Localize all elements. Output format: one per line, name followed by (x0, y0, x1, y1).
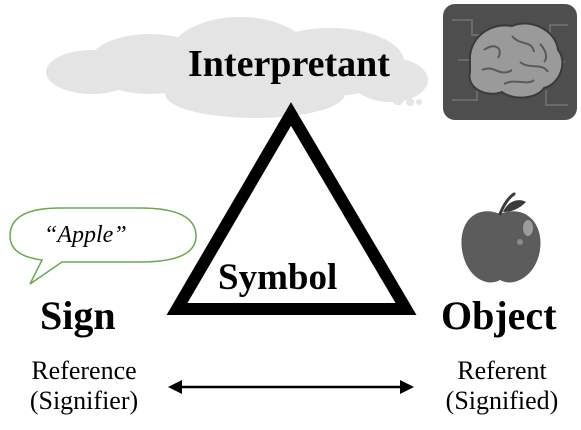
thought-cloud-icon (46, 17, 428, 118)
speech-bubble-icon (9, 207, 197, 285)
object-description: Referent (Signified) (424, 356, 580, 416)
triangle-icon (166, 102, 417, 315)
sign-signifier-text: (Signifier) (29, 386, 139, 415)
object-label: Object (441, 293, 557, 338)
sign-reference-text: Reference (31, 356, 137, 385)
apple-icon (461, 192, 541, 283)
brain-icon (443, 4, 577, 120)
double-arrow-icon (168, 380, 414, 394)
sign-label: Sign (40, 293, 116, 338)
sign-description: Reference (Signifier) (6, 356, 162, 416)
symbol-label: Symbol (218, 257, 338, 298)
object-signified-text: (Signified) (445, 386, 559, 415)
interpretant-label: Interpretant (188, 43, 390, 85)
speech-bubble-text: “Apple” (44, 222, 127, 248)
object-referent-text: Referent (457, 356, 547, 385)
